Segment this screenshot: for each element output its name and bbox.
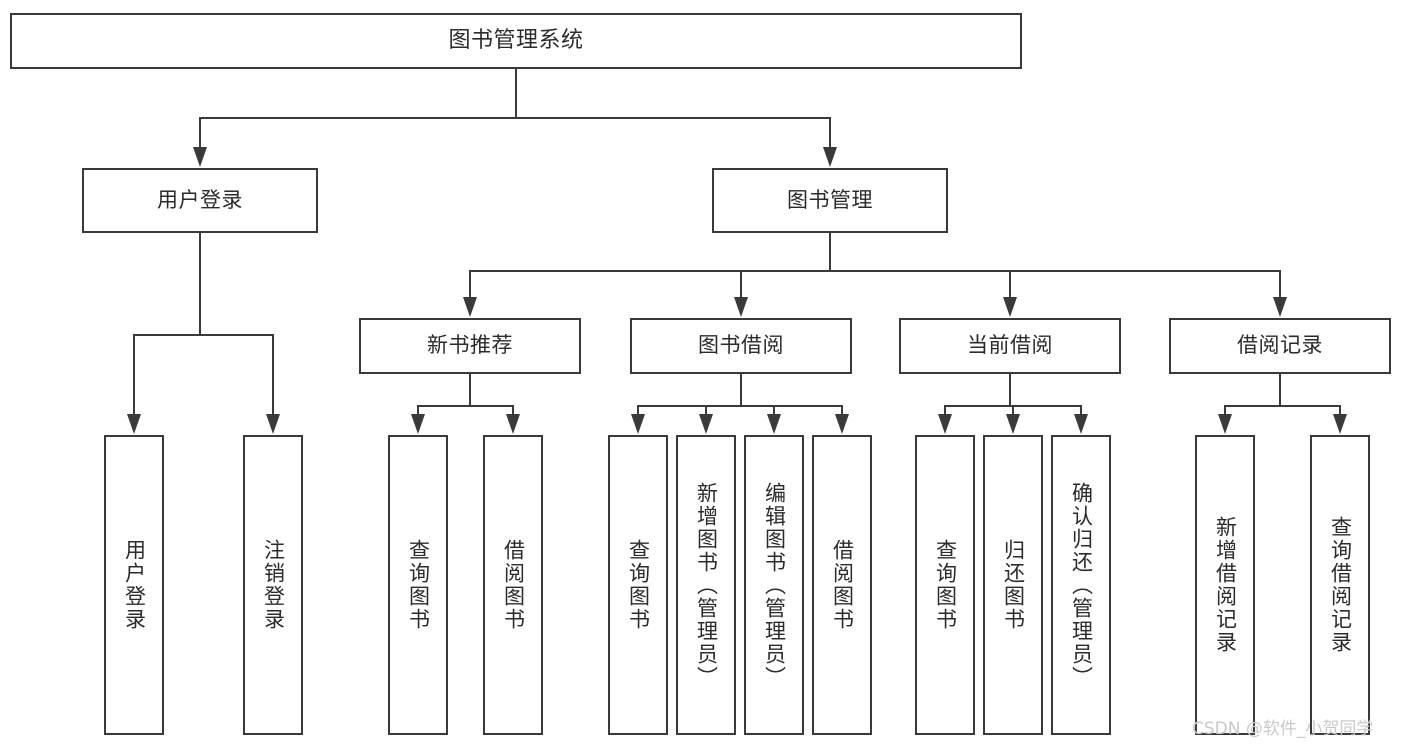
connector-book-management-stem xyxy=(829,233,831,272)
connector-new-book-to-borrow xyxy=(512,405,514,416)
leaf-borrow-record-add[interactable]: 新增借阅记录 xyxy=(1195,435,1255,735)
node-label: 当前借阅 xyxy=(967,333,1053,358)
node-label: 注销登录 xyxy=(261,539,286,631)
node-label: 新增借阅记录 xyxy=(1213,516,1238,654)
arrowhead-current-borrow-return xyxy=(1006,414,1020,434)
connector-borrow-record-stem xyxy=(1279,374,1281,407)
connector-new-book-bus xyxy=(417,405,513,407)
connector-book-borrow-to-add xyxy=(705,405,707,416)
node-label: 查询图书 xyxy=(406,539,431,631)
connector-user-login-to-logout xyxy=(272,334,274,415)
connector-root-bus xyxy=(199,117,831,119)
arrowhead-user-login-logout xyxy=(266,414,280,434)
node-label: 查询图书 xyxy=(626,539,651,631)
arrowhead-book-borrow-add xyxy=(699,414,713,434)
connector-root-stem xyxy=(515,69,517,118)
connector-borrow-record-bus xyxy=(1224,405,1341,407)
node-label: 图书管理系统 xyxy=(448,27,584,53)
watermark-csdn: CSDN @软件_小贺同学 xyxy=(1192,719,1374,739)
connector-user-login-bus xyxy=(133,334,273,336)
node-label: 确认归还（管理员） xyxy=(1069,481,1094,689)
leaf-book-borrow-query[interactable]: 查询图书 xyxy=(608,435,668,735)
node-label: 查询借阅记录 xyxy=(1328,516,1353,654)
arrowhead-book-borrow-query xyxy=(631,414,645,434)
node-current-borrow[interactable]: 当前借阅 xyxy=(899,318,1121,374)
leaf-user-login-login[interactable]: 用户登录 xyxy=(104,435,164,735)
arrowhead-borrow-record xyxy=(1273,297,1287,317)
connector-current-borrow-to-query xyxy=(944,405,946,416)
leaf-user-login-logout[interactable]: 注销登录 xyxy=(243,435,303,735)
connector-new-book-stem xyxy=(469,374,471,407)
node-book-borrow[interactable]: 图书借阅 xyxy=(630,318,852,374)
connector-book-management-bus xyxy=(469,270,1280,272)
arrowhead-new-book-query xyxy=(411,414,425,434)
node-user-login[interactable]: 用户登录 xyxy=(82,168,318,233)
connector-book-borrow-bus xyxy=(637,405,842,407)
node-label: 借阅图书 xyxy=(830,539,855,631)
connector-book-borrow-to-borrow xyxy=(841,405,843,416)
node-label: 借阅图书 xyxy=(501,539,526,631)
arrowhead-borrow-record-add xyxy=(1218,414,1232,434)
node-label: 借阅记录 xyxy=(1237,333,1323,358)
node-label: 图书管理 xyxy=(787,187,873,212)
connector-book-borrow-stem xyxy=(740,374,742,407)
node-label: 查询图书 xyxy=(933,539,958,631)
node-root-book-management-system[interactable]: 图书管理系统 xyxy=(10,13,1022,69)
connector-to-current-borrow xyxy=(1009,270,1011,298)
arrowhead-to-book-management xyxy=(823,147,837,167)
node-book-management[interactable]: 图书管理 xyxy=(712,168,948,233)
connector-current-borrow-to-confirm xyxy=(1080,405,1082,416)
connector-root-to-book-management xyxy=(829,117,831,148)
connector-new-book-to-query xyxy=(417,405,419,416)
connector-borrow-record-to-add xyxy=(1224,405,1226,416)
arrowhead-new-book-recommend xyxy=(463,297,477,317)
node-label: 新书推荐 xyxy=(427,333,513,358)
leaf-book-borrow-borrow[interactable]: 借阅图书 xyxy=(812,435,872,735)
arrowhead-book-borrow xyxy=(734,297,748,317)
leaf-current-borrow-return[interactable]: 归还图书 xyxy=(983,435,1043,735)
arrowhead-current-borrow xyxy=(1003,297,1017,317)
connector-current-borrow-to-return xyxy=(1012,405,1014,416)
leaf-current-borrow-query[interactable]: 查询图书 xyxy=(915,435,975,735)
arrowhead-user-login-login xyxy=(127,414,141,434)
node-label: 用户登录 xyxy=(122,539,147,631)
arrowhead-book-borrow-borrow xyxy=(835,414,849,434)
node-label: 图书借阅 xyxy=(698,333,784,358)
connector-to-book-borrow xyxy=(740,270,742,298)
arrowhead-borrow-record-query xyxy=(1333,414,1347,434)
leaf-new-book-borrow[interactable]: 借阅图书 xyxy=(483,435,543,735)
arrowhead-current-borrow-query xyxy=(938,414,952,434)
connector-book-borrow-to-edit xyxy=(773,405,775,416)
node-borrow-record[interactable]: 借阅记录 xyxy=(1169,318,1391,374)
node-new-book-recommend[interactable]: 新书推荐 xyxy=(359,318,581,374)
connector-user-login-to-login xyxy=(133,334,135,415)
connector-to-new-book-recommend xyxy=(469,270,471,298)
arrowhead-to-user-login xyxy=(193,147,207,167)
leaf-new-book-query[interactable]: 查询图书 xyxy=(388,435,448,735)
node-label: 编辑图书（管理员） xyxy=(762,481,787,689)
node-label: 归还图书 xyxy=(1001,539,1026,631)
arrowhead-new-book-borrow xyxy=(506,414,520,434)
connector-borrow-record-to-query xyxy=(1339,405,1341,416)
leaf-current-borrow-confirm-return[interactable]: 确认归还（管理员） xyxy=(1051,435,1111,735)
arrowhead-current-borrow-confirm xyxy=(1074,414,1088,434)
leaf-borrow-record-query[interactable]: 查询借阅记录 xyxy=(1310,435,1370,735)
leaf-book-borrow-add[interactable]: 新增图书（管理员） xyxy=(676,435,736,735)
connector-user-login-stem xyxy=(199,233,201,336)
connector-to-borrow-record xyxy=(1279,270,1281,298)
node-label: 用户登录 xyxy=(157,187,243,212)
leaf-book-borrow-edit[interactable]: 编辑图书（管理员） xyxy=(744,435,804,735)
connector-root-to-user-login xyxy=(199,117,201,148)
node-label: 新增图书（管理员） xyxy=(694,481,719,689)
arrowhead-book-borrow-edit xyxy=(767,414,781,434)
connector-book-borrow-to-query xyxy=(637,405,639,416)
connector-current-borrow-stem xyxy=(1009,374,1011,407)
